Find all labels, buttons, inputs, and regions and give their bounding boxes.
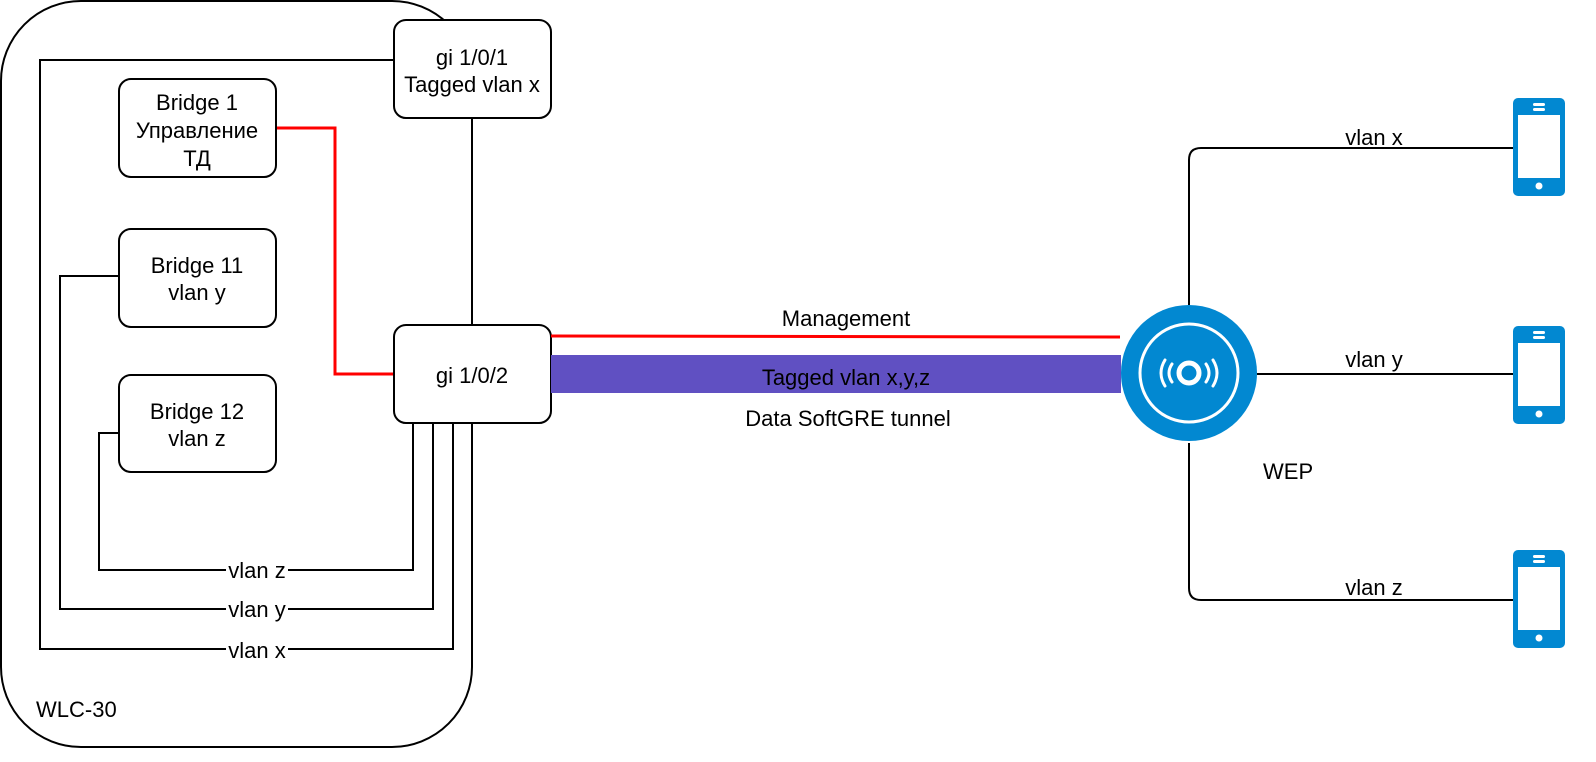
wireless-access-point-icon[interactable] — [1121, 305, 1257, 441]
bridge-11[interactable]: Bridge 11 vlan y — [118, 228, 277, 328]
access-point-label: WEP — [1263, 459, 1313, 484]
client-3-vlan-label: vlan z — [1345, 575, 1402, 600]
vlan-z-link — [98, 423, 414, 571]
vlan-z-link-label-group: vlan z — [226, 558, 288, 583]
port-gi-1-0-2-name: gi 1/0/2 — [436, 363, 508, 388]
vlan-y-link — [59, 275, 434, 610]
ap-link-vlan-z — [1188, 443, 1513, 601]
smartphone-icon[interactable] — [1513, 550, 1565, 648]
port-gi-1-0-2[interactable]: gi 1/0/2 — [393, 324, 552, 424]
vlan-x-link-label-group: vlan x — [226, 637, 288, 663]
client-2-vlan-label: vlan y — [1345, 347, 1402, 372]
management-label: Management — [782, 306, 910, 331]
bridge-1-role: Управление — [136, 118, 258, 143]
vlan-x-link — [39, 59, 454, 650]
smartphone-icon[interactable] — [1513, 98, 1565, 196]
bridge-1-role-2: ТД — [183, 146, 211, 171]
bridge-12-name: Bridge 12 — [150, 399, 244, 424]
softgre-tunnel-band — [551, 355, 1121, 393]
port-gi-1-0-1[interactable]: gi 1/0/1 Tagged vlan x — [393, 19, 552, 119]
ap-link-vlan-x — [1188, 147, 1513, 305]
vlan-z-link-label: vlan z — [228, 558, 285, 583]
bridge-12[interactable]: Bridge 12 vlan z — [118, 374, 277, 473]
vlan-y-link-label-group: vlan y — [226, 597, 288, 622]
tagged-vlan-label: Tagged vlan x,y,z — [762, 365, 930, 390]
bridge-1[interactable]: Bridge 1 Управление ТД — [118, 78, 277, 178]
port-gi-1-0-1-vlan: Tagged vlan x — [404, 72, 540, 97]
bridge-11-vlan: vlan y — [168, 280, 225, 305]
port-gi-1-0-1-name: gi 1/0/1 — [436, 45, 508, 70]
softgre-tunnel-label: Data SoftGRE tunnel — [745, 406, 950, 431]
management-internal-link — [276, 126, 394, 376]
wlc-30-label: WLC-30 — [36, 697, 117, 722]
vlan-y-link-label: vlan y — [228, 597, 285, 622]
bridge-12-vlan: vlan z — [168, 426, 225, 451]
smartphone-icon[interactable] — [1513, 326, 1565, 424]
vlan-x-link-label: vlan x — [228, 638, 285, 663]
client-1-vlan-label: vlan x — [1345, 125, 1402, 150]
bridge-1-name: Bridge 1 — [156, 90, 238, 115]
management-link — [550, 334, 1121, 339]
bridge-11-name: Bridge 11 — [151, 253, 244, 278]
